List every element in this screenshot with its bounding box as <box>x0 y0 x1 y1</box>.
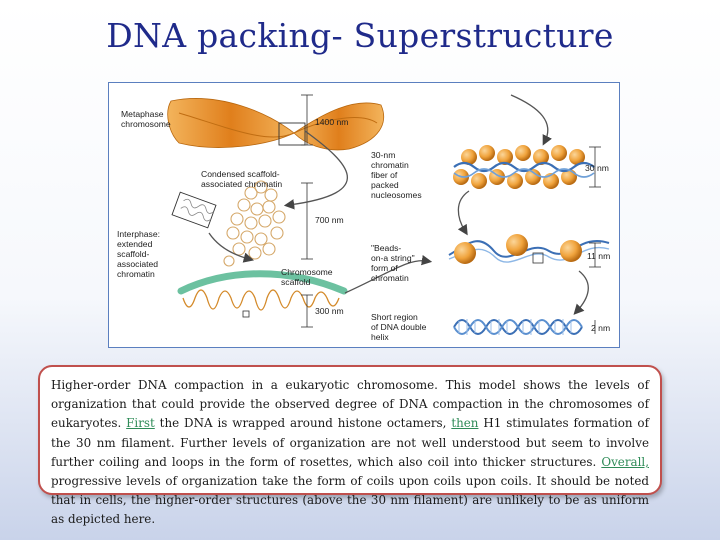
chromosome-scaffold <box>177 270 348 318</box>
highlight-first: First <box>126 416 155 431</box>
dna-packing-figure: Metaphase chromosome Condensed scaffold-… <box>108 82 620 348</box>
label-beads-on-string: "Beads- on-a string" form of chromatin <box>371 243 415 283</box>
measure-30nm: 30 nm <box>585 163 609 173</box>
label-30nm-fiber: 30-nm chromatin fiber of packed nucleoso… <box>371 150 422 200</box>
measure-2nm: 2 nm <box>591 323 611 333</box>
measure-300nm: 300 nm <box>315 306 344 316</box>
highlight-overall: Overall, <box>601 454 649 469</box>
caption-text: Higher-order DNA compaction in a eukaryo… <box>51 376 649 530</box>
caption-part-3: H1 stimulates formation of the 30 nm fil… <box>51 416 649 469</box>
label-metaphase-chromosome: Metaphase chromosome <box>121 109 171 129</box>
caption-box: Higher-order DNA compaction in a eukaryo… <box>38 365 662 526</box>
measure-1400nm: 1400 nm <box>315 117 349 127</box>
measure-700nm: 700 nm <box>315 215 344 225</box>
dna-double-helix <box>453 319 596 335</box>
caption-part-4: progressive levels of organization take … <box>51 474 649 527</box>
flow-arrows <box>208 94 589 315</box>
left-scale-lines <box>301 94 313 328</box>
highlight-then: then <box>451 416 479 431</box>
caption-part-1: Higher-order DNA compaction in a eukaryo… <box>51 378 649 431</box>
label-chromosome-scaffold: Chromosome scaffold <box>281 267 333 287</box>
label-condensed-chromatin: Condensed scaffold- associated chromatin <box>201 169 283 189</box>
figure-illustration <box>167 94 610 335</box>
measure-11nm: 11 nm <box>587 251 611 261</box>
label-interphase-chromatin: Interphase: extended scaffold- associate… <box>117 229 160 279</box>
caption-part-2: the DNA is wrapped around histone octame… <box>154 416 452 431</box>
label-dna-double-helix: Short region of DNA double helix <box>371 312 427 342</box>
chromatin-fiber-30nm <box>453 145 601 189</box>
beads-on-string <box>448 234 610 268</box>
slide-title: DNA packing- Superstructure <box>106 16 614 55</box>
metaphase-chromosome <box>167 98 385 151</box>
interphase-box <box>171 191 217 229</box>
